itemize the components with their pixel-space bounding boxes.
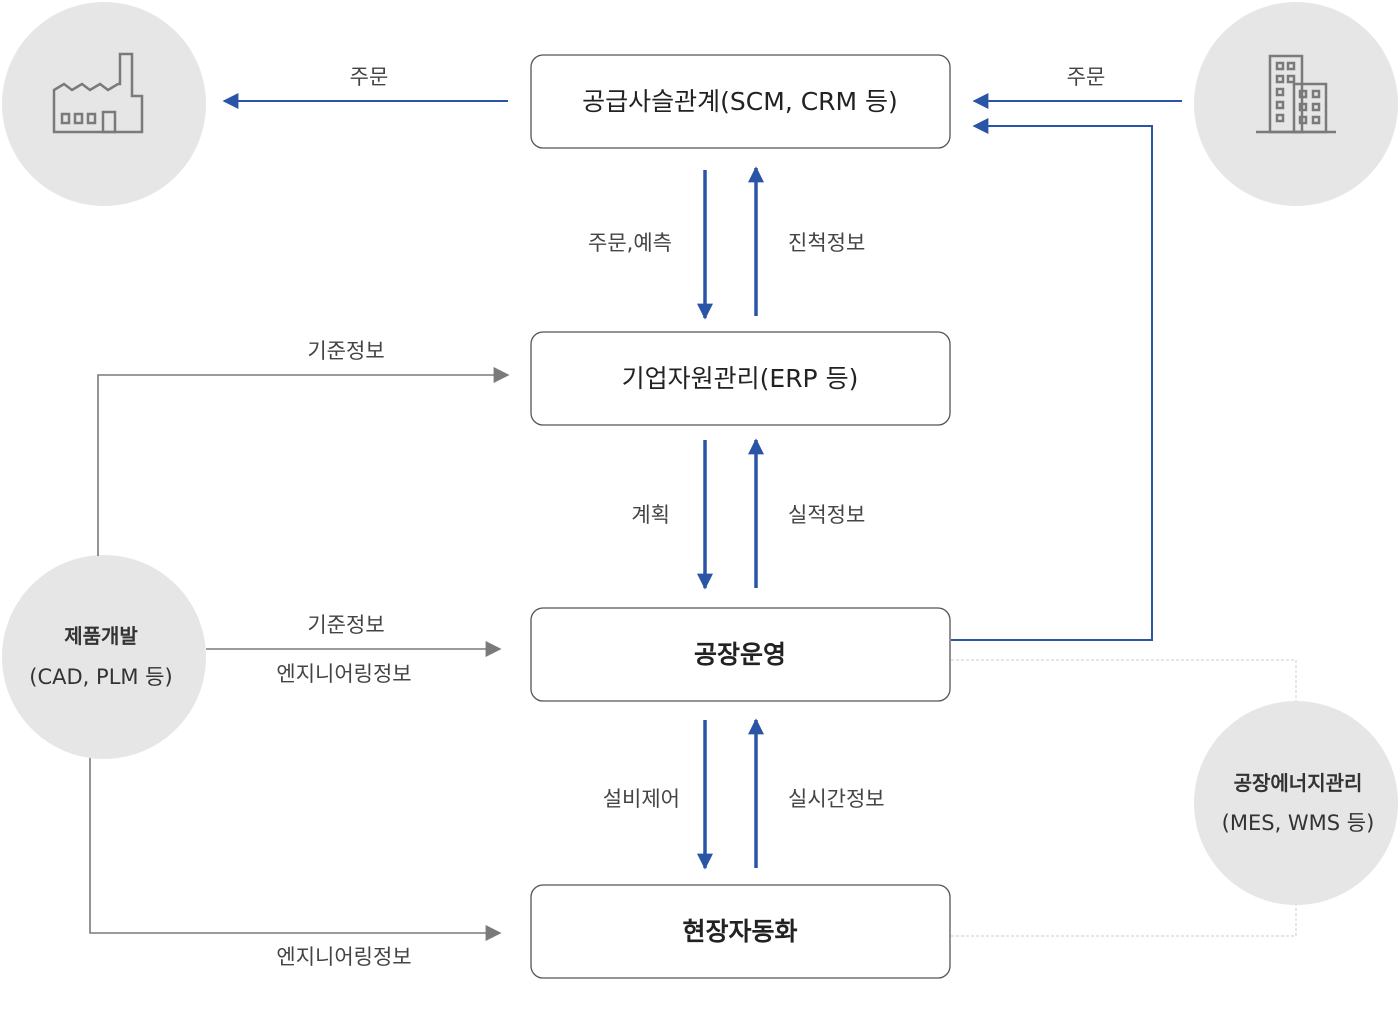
label-order-right: 주문: [1067, 65, 1106, 89]
label-equipment-control: 설비제어: [603, 787, 680, 811]
label-realtime-info: 실시간정보: [788, 787, 885, 811]
label-engineering-info-1: 엔지니어링정보: [276, 662, 411, 686]
field-auto-box: [530, 884, 951, 979]
label-standard-info-2: 기준정보: [307, 613, 384, 637]
product-dev-circle: [2, 555, 206, 759]
factory-icon: [52, 52, 144, 134]
label-result-info: 실적정보: [788, 503, 865, 527]
factory-ops-box-label: 공장운영: [694, 640, 786, 669]
arrow-standard-info-to-erp: [97, 367, 510, 556]
label-order-left: 주문: [350, 65, 389, 89]
scm-box-label: 공급사슬관계(SCM, CRM 등): [582, 87, 898, 116]
erp-box-label: 기업자원관리(ERP 등): [622, 364, 859, 393]
arrow-engineering-to-field: [89, 758, 502, 941]
label-progress-info: 진척정보: [788, 231, 865, 255]
label-plan: 계획: [631, 503, 670, 527]
connector-field-energy: [951, 905, 1297, 937]
product-dev-subtitle: (CAD, PLM 등): [29, 665, 172, 689]
label-standard-info-1: 기준정보: [307, 339, 384, 363]
energy-mgmt-circle: [1194, 701, 1398, 905]
field-auto-box-label: 현장자동화: [682, 917, 797, 946]
factory-ops-box: [530, 607, 951, 702]
supplier-circle: [2, 2, 206, 206]
energy-mgmt-subtitle: (MES, WMS 등): [1222, 811, 1375, 835]
label-engineering-info-2: 엔지니어링정보: [276, 945, 411, 969]
customer-circle: [1194, 2, 1398, 206]
energy-mgmt-title: 공장에너지관리: [1234, 771, 1363, 795]
product-dev-title: 제품개발: [64, 624, 138, 648]
scm-box: [530, 54, 951, 149]
erp-box: [530, 331, 951, 426]
arrow-factory-to-scm: [951, 118, 1153, 641]
connector-factory-energy: [951, 659, 1297, 701]
building-icon: [1256, 54, 1336, 134]
label-order-forecast: 주문,예측: [588, 231, 672, 255]
